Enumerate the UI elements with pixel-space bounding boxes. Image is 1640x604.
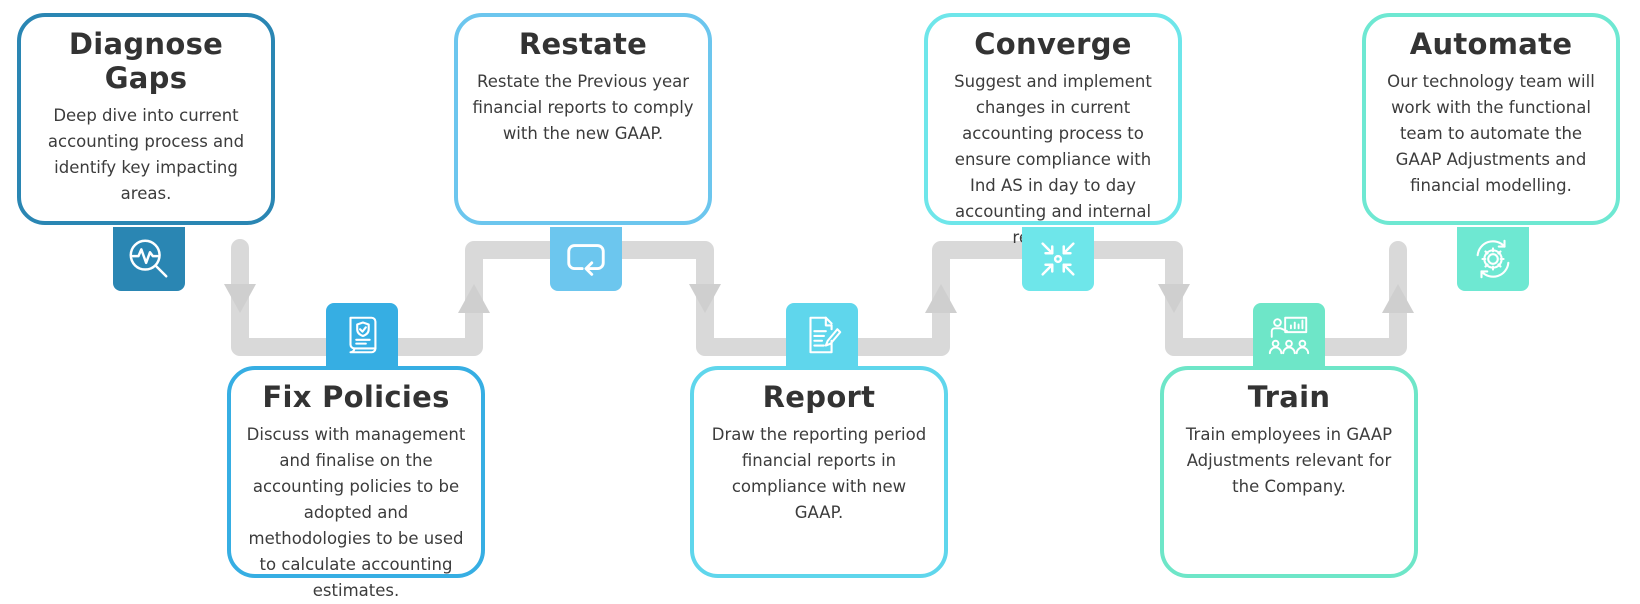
step-description: Our technology team will work with the f… (1387, 72, 1595, 195)
step-card-fix-policies: Fix Policies Discuss with management and… (227, 366, 485, 600)
step-card-restate: Restate Restate the Previous year financ… (454, 13, 712, 225)
step-title: Restate (518, 27, 648, 61)
step-description: Train employees in GAAP Adjustments rele… (1185, 425, 1393, 496)
step-title: Train (1247, 380, 1331, 414)
step-card-report: Report Draw the reporting period financi… (690, 366, 948, 578)
step-card-converge: Converge Suggest and implement changes i… (924, 13, 1182, 247)
step-description: Discuss with management and finalise on … (246, 425, 466, 600)
step-card-automate: Automate Our technology team will work w… (1362, 13, 1620, 225)
automation-gear-icon (1457, 227, 1529, 291)
step-card-diagnose-gaps: Diagnose Gaps Deep dive into current acc… (17, 13, 275, 225)
step-description: Draw the reporting period financial repo… (711, 425, 927, 522)
step-description: Deep dive into current accounting proces… (47, 106, 245, 203)
step-title: Fix Policies (262, 380, 450, 414)
report-document-icon (786, 303, 858, 367)
step-title: Converge (974, 27, 1132, 61)
restate-loop-icon (550, 227, 622, 291)
step-card-train: Train Train employees in GAAP Adjustment… (1160, 366, 1418, 578)
step-title: Report (762, 380, 876, 414)
step-title: Automate (1409, 27, 1573, 61)
policy-document-icon (326, 303, 398, 367)
step-title: Diagnose Gaps (68, 27, 224, 95)
converge-arrows-icon (1022, 227, 1094, 291)
magnifier-pulse-icon (113, 227, 185, 291)
training-presentation-icon (1253, 303, 1325, 367)
step-description: Restate the Previous year financial repo… (472, 72, 694, 143)
step-description: Suggest and implement changes in current… (954, 72, 1152, 247)
